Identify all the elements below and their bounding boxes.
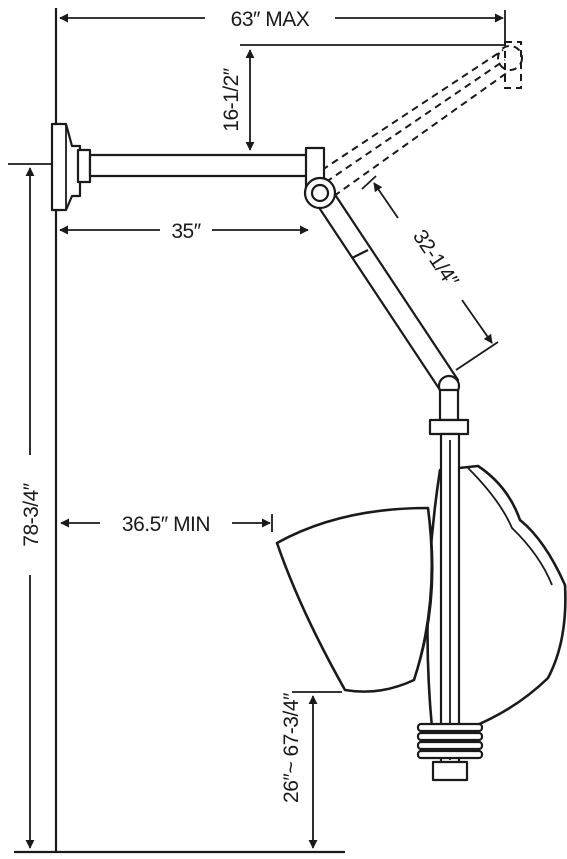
min-reach-label: 36.5″ MIN <box>122 513 210 536</box>
dashed-end-cap <box>504 41 522 89</box>
max-reach-label: 63″ MAX <box>231 8 310 31</box>
arm-drop-label: 16-1/2″ <box>220 67 243 132</box>
outer-arm-ext-bottom <box>455 341 499 371</box>
dashed-arm-mid <box>325 59 506 183</box>
dashed-joint <box>497 45 523 71</box>
elbow-joint-inner <box>310 183 330 203</box>
dashed-arm-upper <box>321 49 504 171</box>
drop-post-clamp <box>428 418 470 436</box>
outer-arm-label: 32-1/4″ <box>408 226 463 292</box>
hood-height-label: 26″~ 67-3/4″ <box>280 692 303 803</box>
outer-arm <box>310 185 460 392</box>
outer-arm-dimension-upper <box>373 182 399 219</box>
hood-vent-coils <box>416 722 484 760</box>
drop-post-upper <box>438 388 460 422</box>
hood-rim <box>413 507 434 681</box>
inner-arm <box>88 153 310 178</box>
inner-arm-label: 35″ <box>171 220 201 243</box>
mount-height-label: 78-3/4″ <box>20 482 43 547</box>
outer-arm-sleeve <box>351 249 369 259</box>
inner-arm-collar <box>76 148 92 184</box>
support-column-foot <box>431 760 469 782</box>
outer-arm-ext-top <box>361 175 377 190</box>
hood-front-bowl <box>275 506 434 693</box>
hood-back-inner-curve <box>467 467 553 586</box>
outer-arm-dimension-lower <box>461 299 493 344</box>
dashed-arm-lower <box>333 71 509 197</box>
